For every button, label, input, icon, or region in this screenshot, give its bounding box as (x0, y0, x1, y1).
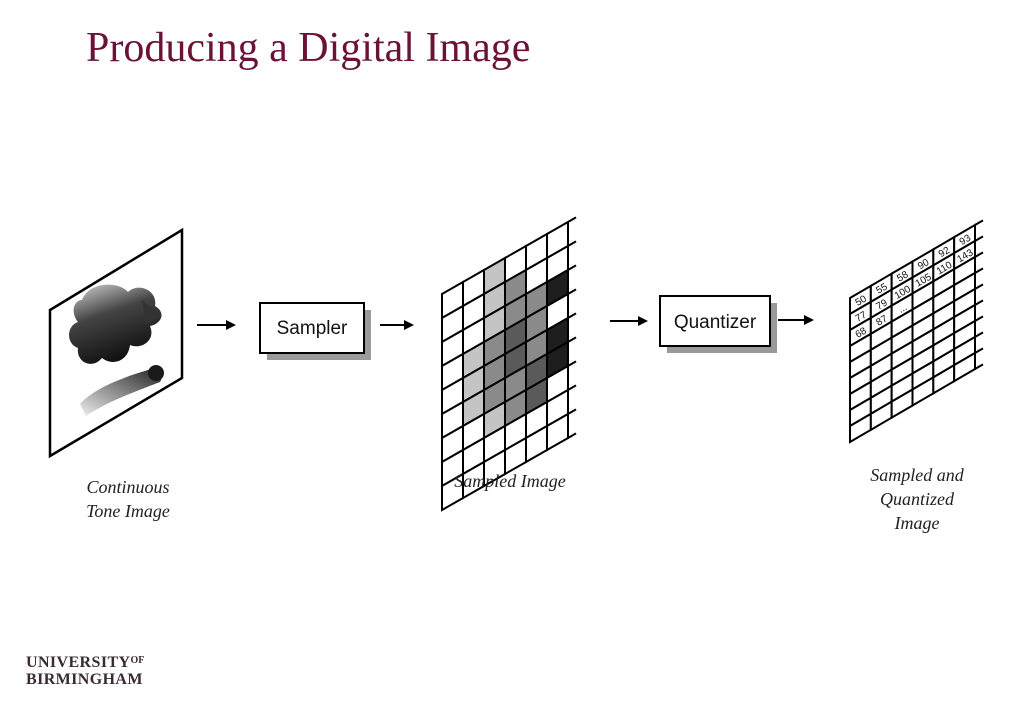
university-logo: UNIVERSITYOF BIRMINGHAM (26, 652, 144, 688)
tone-blob-image (69, 284, 164, 416)
quantizer-label: Quantizer (674, 312, 757, 333)
grid-line-extension (974, 299, 984, 306)
grid-line-extension (974, 219, 984, 226)
sampled-image-caption: Sampled Image (454, 471, 565, 491)
logo-line-birmingham: BIRMINGHAM (26, 671, 143, 688)
grid-line-extension (974, 235, 984, 242)
quantized-value: 79 (874, 297, 890, 312)
grid-line-extension (974, 347, 984, 354)
continuous-tone-image (48, 227, 184, 459)
caption-line: Continuous (86, 477, 169, 497)
arrow-to-sampler (197, 320, 236, 330)
grid-line-extension (974, 267, 984, 274)
grid-line-extension (567, 312, 577, 319)
grid-line-extension (567, 264, 577, 271)
caption-line: Image (894, 513, 940, 533)
quantized-value: 93 (958, 233, 974, 248)
grid-line-extension (974, 251, 984, 258)
continuous-tone-caption: Continuous Tone Image (86, 477, 170, 521)
grid-line-extension (567, 288, 577, 295)
grid-line-extension (974, 363, 984, 370)
quantized-value: 68 (854, 325, 870, 340)
arrow-to-sampled-image (380, 320, 414, 330)
quantized-image-grid: 50555890929377791001051101436887... (849, 219, 984, 444)
caption-line: Tone Image (86, 501, 170, 521)
grid-line-extension (567, 384, 577, 391)
quantized-image-caption: Sampled and Quantized Image (870, 465, 964, 533)
quantized-value: 77 (854, 309, 870, 324)
quantized-value: 87 (874, 313, 890, 328)
grid-line-extension (567, 432, 577, 439)
grid-line-extension (567, 408, 577, 415)
sampler-label: Sampler (277, 318, 348, 339)
caption-line: Quantized (880, 489, 955, 509)
grid-line-extension (974, 283, 984, 290)
quantized-value: 90 (916, 257, 932, 272)
quantized-value: 92 (937, 245, 953, 260)
logo-of: OF (130, 655, 145, 666)
caption-line: Sampled and (870, 465, 964, 485)
arrow-to-quantized-image (778, 315, 814, 325)
quantizer-box: Quantizer (659, 295, 777, 353)
logo-line-university: UNIVERSITY (26, 654, 131, 671)
grid-line-extension (974, 331, 984, 338)
grid-line-extension (567, 336, 577, 343)
grid-line-extension (974, 315, 984, 322)
quantized-value: 50 (854, 293, 870, 308)
grid-line-extension (567, 360, 577, 367)
arrow-to-quantizer (610, 316, 648, 326)
quantized-value: 55 (874, 281, 890, 296)
slide-title: Producing a Digital Image (86, 25, 531, 71)
grid-line-extension (567, 240, 577, 247)
sampled-image-grid (441, 216, 577, 512)
quantized-value: 58 (895, 269, 911, 284)
grid-line-extension (567, 216, 577, 223)
sampler-box: Sampler (259, 302, 371, 360)
